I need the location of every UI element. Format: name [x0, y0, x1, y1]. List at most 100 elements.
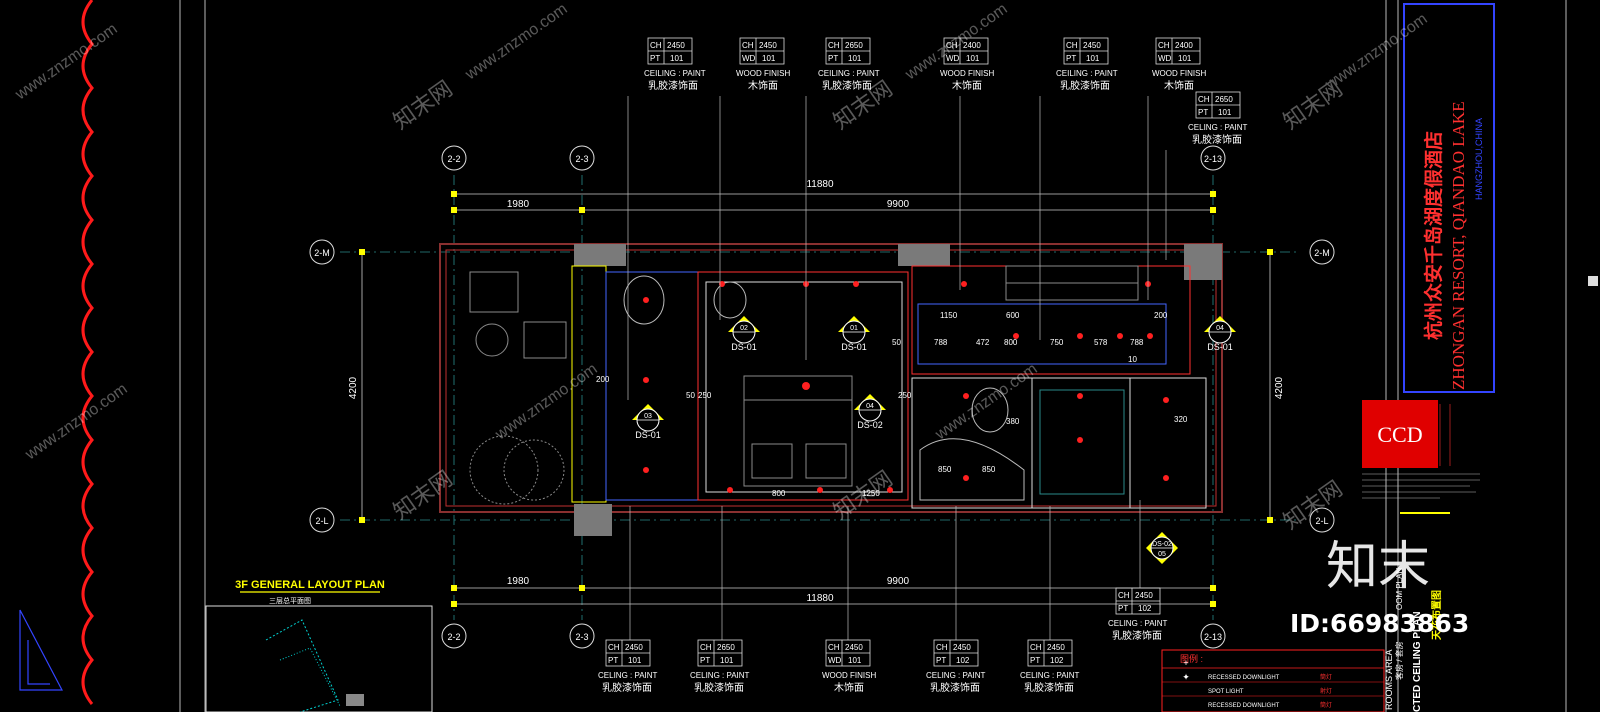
legend-row-cn: 筒灯 [1320, 701, 1332, 709]
tag-pt-value: 101 [670, 54, 684, 63]
marker-code: DS-02 [857, 420, 883, 430]
dim-50: 50 [892, 338, 901, 347]
tag-ch-value: 2450 [625, 643, 643, 652]
watermark-cn: 知末网 [389, 76, 457, 134]
dim-left-bay-top: 1980 [507, 199, 530, 210]
section-marker-6: DS-02 05 [1146, 532, 1178, 564]
section-marker-2: 01 DS-01 [838, 316, 870, 352]
tag-ch-value: 2650 [1215, 95, 1233, 104]
tag-ch-value: 2450 [759, 41, 777, 50]
dim-200: 200 [1154, 311, 1168, 320]
tag-pt-value: 101 [1178, 54, 1192, 63]
marker-number: 02 [740, 325, 748, 332]
grid-label-2-13-bottom: 2-13 [1204, 632, 1222, 642]
side-cn-rooms: 客房 / 套房 [1394, 641, 1404, 680]
side-rooms-area: ROOMS AREA [1384, 649, 1394, 710]
inner-dimension-labels: 1150 600 788 472 800 750 578 788 200 380… [596, 311, 1188, 498]
tag-ch-label: CH [946, 41, 958, 50]
ceiling-tag-bottom-5: CH 2450 PT 102 CELING : PAINT 乳胶漆饰面 [1020, 639, 1080, 694]
dim-left-bay-bottom: 1980 [507, 576, 530, 587]
tag-finish-en: CELING : PAINT [1188, 123, 1248, 132]
project-name-cn: 杭州众安千岛湖度假酒店 [1422, 131, 1445, 340]
ceiling-tag-top-3: CH 2650 PT 101 CEILING : PAINT 乳胶漆饰面 [818, 37, 880, 92]
plan-title: 3F GENERAL LAYOUT PLAN [235, 579, 385, 591]
tag-ch-label: CH [1030, 643, 1042, 652]
key-plan-thumbnail [205, 605, 433, 712]
grid-label-2-M-right: 2-M [1314, 248, 1330, 258]
firm-address-lines [1362, 473, 1480, 499]
tag-pt-label: PT [936, 656, 946, 665]
tag-finish-en: CEILING : PAINT [818, 69, 880, 78]
tag-finish-en: CELING : PAINT [598, 671, 658, 680]
dim-850b: 850 [982, 465, 996, 474]
tag-pt-label: WD [946, 54, 960, 63]
ceiling-tag-bottom-2: CH 2650 PT 101 CELING : PAINT 乳胶漆饰面 [690, 639, 750, 694]
tag-ch-label: CH [936, 643, 948, 652]
tag-pt-value: 101 [1086, 54, 1100, 63]
dim-380: 380 [1006, 417, 1020, 426]
tag-pt-label: PT [1118, 604, 1128, 613]
tag-ch-label: CH [1158, 41, 1170, 50]
dim-850: 850 [938, 465, 952, 474]
ceiling-tag-top-2: CH 2450 WD 101 WOOD FINISH 木饰面 [736, 37, 790, 92]
side-plan-label: OOM PLAN [1395, 568, 1404, 610]
legend-row-cn: 筒灯 [1320, 673, 1332, 681]
legend-title: 图例 : [1180, 653, 1203, 664]
grid-label-2-2-bottom: 2-2 [447, 632, 460, 642]
dim-right-bay-top: 9900 [887, 199, 910, 210]
tag-pt-label: WD [1158, 54, 1172, 63]
section-marker-5: 04 DS-01 [1204, 316, 1236, 352]
tag-ch-value: 2450 [1135, 591, 1153, 600]
legend-row-cn: 射灯 [1320, 687, 1332, 695]
marker-code: DS-01 [1207, 342, 1233, 352]
dim-600: 600 [1006, 311, 1020, 320]
tag-finish-cn: 乳胶漆饰面 [694, 681, 744, 694]
dim-1150: 1150 [940, 311, 958, 320]
tag-pt-value: 101 [720, 656, 734, 665]
ceiling-tag-bottom-1: CH 2450 PT 101 CELING : PAINT 乳胶漆饰面 [598, 639, 658, 694]
balcony-furniture [469, 271, 567, 505]
watermark-id: ID:66983863 [1290, 609, 1469, 638]
marker-code: DS-01 [731, 342, 757, 352]
tag-ch-value: 2450 [1047, 643, 1065, 652]
dimension-lines [361, 193, 1271, 605]
dim-50b: 50 [686, 391, 695, 400]
marker-number: 03 [644, 413, 652, 420]
side-ceiling-label: CTED CEILING PLAN [1412, 611, 1423, 712]
project-title-block: 杭州众安千岛湖度假酒店 ZHONGAN RESORT, QIANDAO LAKE… [1403, 3, 1495, 393]
tag-pt-value: 101 [762, 54, 776, 63]
tag-finish-en: CELING : PAINT [1020, 671, 1080, 680]
ceiling-tag-top-4: CH 2400 WD 101 WOOD FINISH 木饰面 [940, 37, 994, 92]
bathroom-fixtures [623, 265, 1139, 501]
tag-ch-label: CH [828, 643, 840, 652]
interior-partitions [571, 265, 1207, 509]
legend-row-label: SPOT LIGHT [1208, 689, 1244, 695]
scrollbar-handle[interactable] [1588, 276, 1598, 286]
dim-800: 800 [1004, 338, 1018, 347]
tag-ch-value: 2450 [667, 41, 685, 50]
marker-number: 05 [1158, 551, 1166, 558]
tag-pt-value: 101 [966, 54, 980, 63]
tag-ch-value: 2650 [845, 41, 863, 50]
sheet-side-strip: ROOMS AREA OOM PLAN CTED CEILING PLAN 天花… [1384, 512, 1450, 712]
tag-pt-label: PT [1066, 54, 1076, 63]
tag-pt-value: 101 [1218, 108, 1232, 117]
section-marker-3: 03 DS-01 [632, 404, 664, 440]
grid-label-2-13-top: 2-13 [1204, 154, 1222, 164]
tag-finish-cn: 乳胶漆饰面 [1112, 629, 1162, 642]
tag-ch-value: 2450 [953, 643, 971, 652]
dim-788: 788 [934, 338, 948, 347]
watermark-site: www.znzmo.com [12, 21, 121, 104]
ccd-logo: CCD [1362, 400, 1451, 468]
tag-finish-en: WOOD FINISH [940, 69, 994, 78]
marker-number: 01 [850, 325, 858, 332]
ceiling-tag-top-6: CH 2400 WD 101 WOOD FINISH 木饰面 [1152, 37, 1206, 92]
dim-1250: 1250 [862, 489, 880, 498]
watermark-cn: 知末网 [1279, 76, 1347, 134]
tag-finish-cn: 木饰面 [834, 681, 864, 694]
tag-finish-cn: 乳胶漆饰面 [602, 681, 652, 694]
tag-leaders-top [627, 96, 1167, 400]
outer-walls [439, 243, 1223, 513]
tag-finish-cn: 木饰面 [748, 79, 778, 92]
tag-ch-value: 2400 [963, 41, 981, 50]
